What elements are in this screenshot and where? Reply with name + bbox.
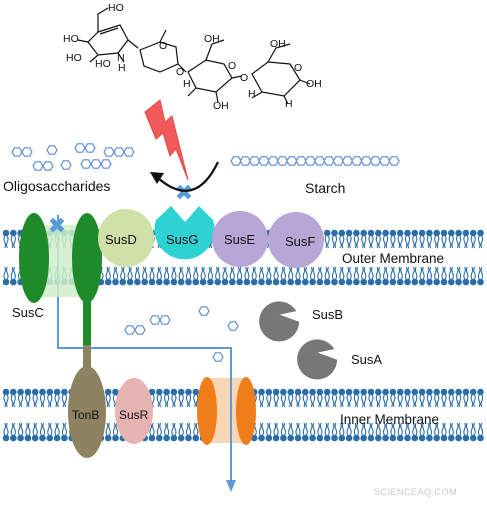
- chem-label-ho-bottom: HO: [66, 52, 82, 64]
- susg-cross-marker: [176, 184, 192, 200]
- oligosaccharide-structure: [77, 7, 311, 105]
- suse-protein: [212, 211, 268, 267]
- tonb-protein: [68, 366, 106, 458]
- chem-label-n: N: [117, 52, 125, 64]
- watermark: SCIENCEAQ.COM: [374, 487, 458, 497]
- label-starch: Starch: [305, 180, 346, 196]
- chem-label-ho-left: HO: [63, 33, 79, 45]
- susr-protein: [115, 378, 153, 444]
- chem-label-o1: O: [159, 40, 168, 52]
- susc-cross-marker: [49, 217, 65, 233]
- susc-barrel-right: [72, 213, 102, 303]
- oligosaccharide-units-periplasm: [124, 306, 239, 362]
- susc-barrel-left: [19, 213, 49, 303]
- transporter-left: [197, 377, 217, 445]
- chem-label-oh-ring3: OH: [204, 33, 220, 45]
- chem-label-h1: H: [183, 78, 191, 90]
- label-tonb: TonB: [72, 408, 100, 422]
- susf-protein: [268, 212, 324, 268]
- susb-enzyme: [259, 301, 300, 342]
- chem-label-h3: H: [285, 98, 293, 110]
- chem-label-h-n: H: [118, 62, 126, 74]
- transporter-right: [236, 377, 256, 445]
- susa-enzyme: [297, 339, 338, 380]
- lightning-icon: [144, 99, 189, 181]
- label-susb: SusB: [312, 307, 344, 322]
- chem-label-o2: O: [176, 66, 185, 78]
- cleavage-arrow: [150, 161, 219, 192]
- label-susd: SusD: [105, 232, 137, 247]
- chem-label-o4: O: [240, 72, 249, 84]
- label-outer-membrane: Outer Membrane: [342, 251, 445, 266]
- chem-label-ho-top: HO: [108, 2, 124, 14]
- susd-protein: [98, 209, 154, 267]
- label-susc: SusC: [12, 305, 44, 320]
- chem-label-oh-ring1: HO: [95, 58, 111, 70]
- label-susa: SusA: [351, 352, 383, 367]
- label-suse: SusE: [224, 232, 256, 247]
- tonb-stalk: [83, 345, 91, 369]
- chem-label-h2: H: [248, 88, 256, 100]
- chem-label-oh-ring4: OH: [270, 38, 286, 50]
- label-susg: SusG: [166, 232, 199, 247]
- starch-chain: [230, 156, 400, 166]
- chem-label-oh-ring4b: OH: [306, 78, 322, 90]
- label-oligosaccharides: Oligosaccharides: [3, 178, 111, 194]
- chem-label-o3: O: [228, 60, 237, 72]
- label-susf: SusF: [285, 234, 316, 249]
- label-inner-membrane: Inner Membrane: [340, 412, 440, 427]
- chem-label-o5: O: [294, 62, 303, 74]
- chem-label-oh-ring3b: OH: [213, 100, 229, 112]
- label-susr: SusR: [119, 408, 149, 422]
- susg-protein: [154, 206, 215, 260]
- susc-plug: [83, 295, 91, 350]
- oligosaccharide-units-left: [11, 143, 135, 171]
